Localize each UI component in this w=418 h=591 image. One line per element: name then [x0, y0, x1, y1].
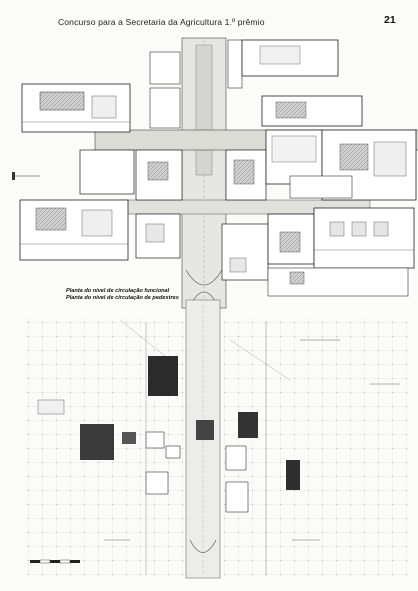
page-header-title: Concurso para a Secretaria da Agricultur…: [58, 17, 265, 27]
plan-pedestrian-level: [26, 299, 410, 579]
plan-functional-level: [12, 37, 418, 309]
page-number: 21: [384, 14, 396, 26]
scale-bar: [30, 559, 80, 564]
caption-functional-level: Planta do nível de circulação funcional: [66, 288, 170, 294]
caption-pedestrian-level: Planta do nível de circulação de pedestr…: [66, 295, 179, 301]
